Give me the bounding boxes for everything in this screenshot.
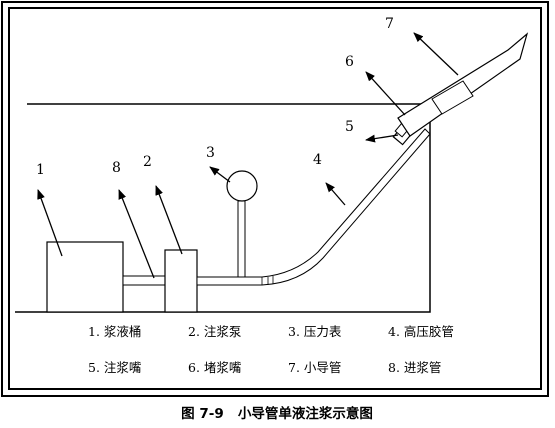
callout-7: 7: [385, 16, 394, 32]
inlet-pipe: [122, 275, 168, 286]
conduit-sleeve: [431, 80, 474, 115]
callout-arrows: [37, 32, 459, 279]
legend-item-1: 1. 浆液桶: [88, 324, 141, 339]
legend-item-3: 3. 压力表: [288, 324, 342, 339]
callout-1: 1: [36, 162, 45, 178]
callout-2: 2: [143, 154, 152, 170]
callout-3: 3: [206, 145, 215, 161]
high-pressure-hose: [196, 128, 431, 286]
legend-item-6: 6. 堵浆嘴: [188, 360, 242, 375]
ground-line: [15, 103, 431, 313]
legend-item-8: 8. 进浆管: [388, 360, 441, 375]
inner-frame: [8, 7, 542, 390]
outer-frame: [1, 1, 549, 397]
figure-caption: 图 7-9 小导管单液注浆示意图: [181, 405, 373, 422]
legend-item-4: 4. 高压胶管: [388, 324, 454, 339]
gauge-stem: [237, 200, 246, 278]
legend-item-5: 5. 注浆嘴: [88, 360, 142, 375]
pressure-gauge: [226, 170, 258, 202]
slurry-tank: [46, 241, 124, 313]
grouting-pump: [164, 249, 198, 313]
legend-item-7: 7. 小导管: [288, 360, 341, 375]
callout-6: 6: [345, 54, 354, 70]
callout-4: 4: [313, 152, 322, 168]
callout-8: 8: [112, 160, 121, 176]
callout-5: 5: [345, 119, 354, 135]
legend-item-2: 2. 注浆泵: [188, 324, 241, 339]
